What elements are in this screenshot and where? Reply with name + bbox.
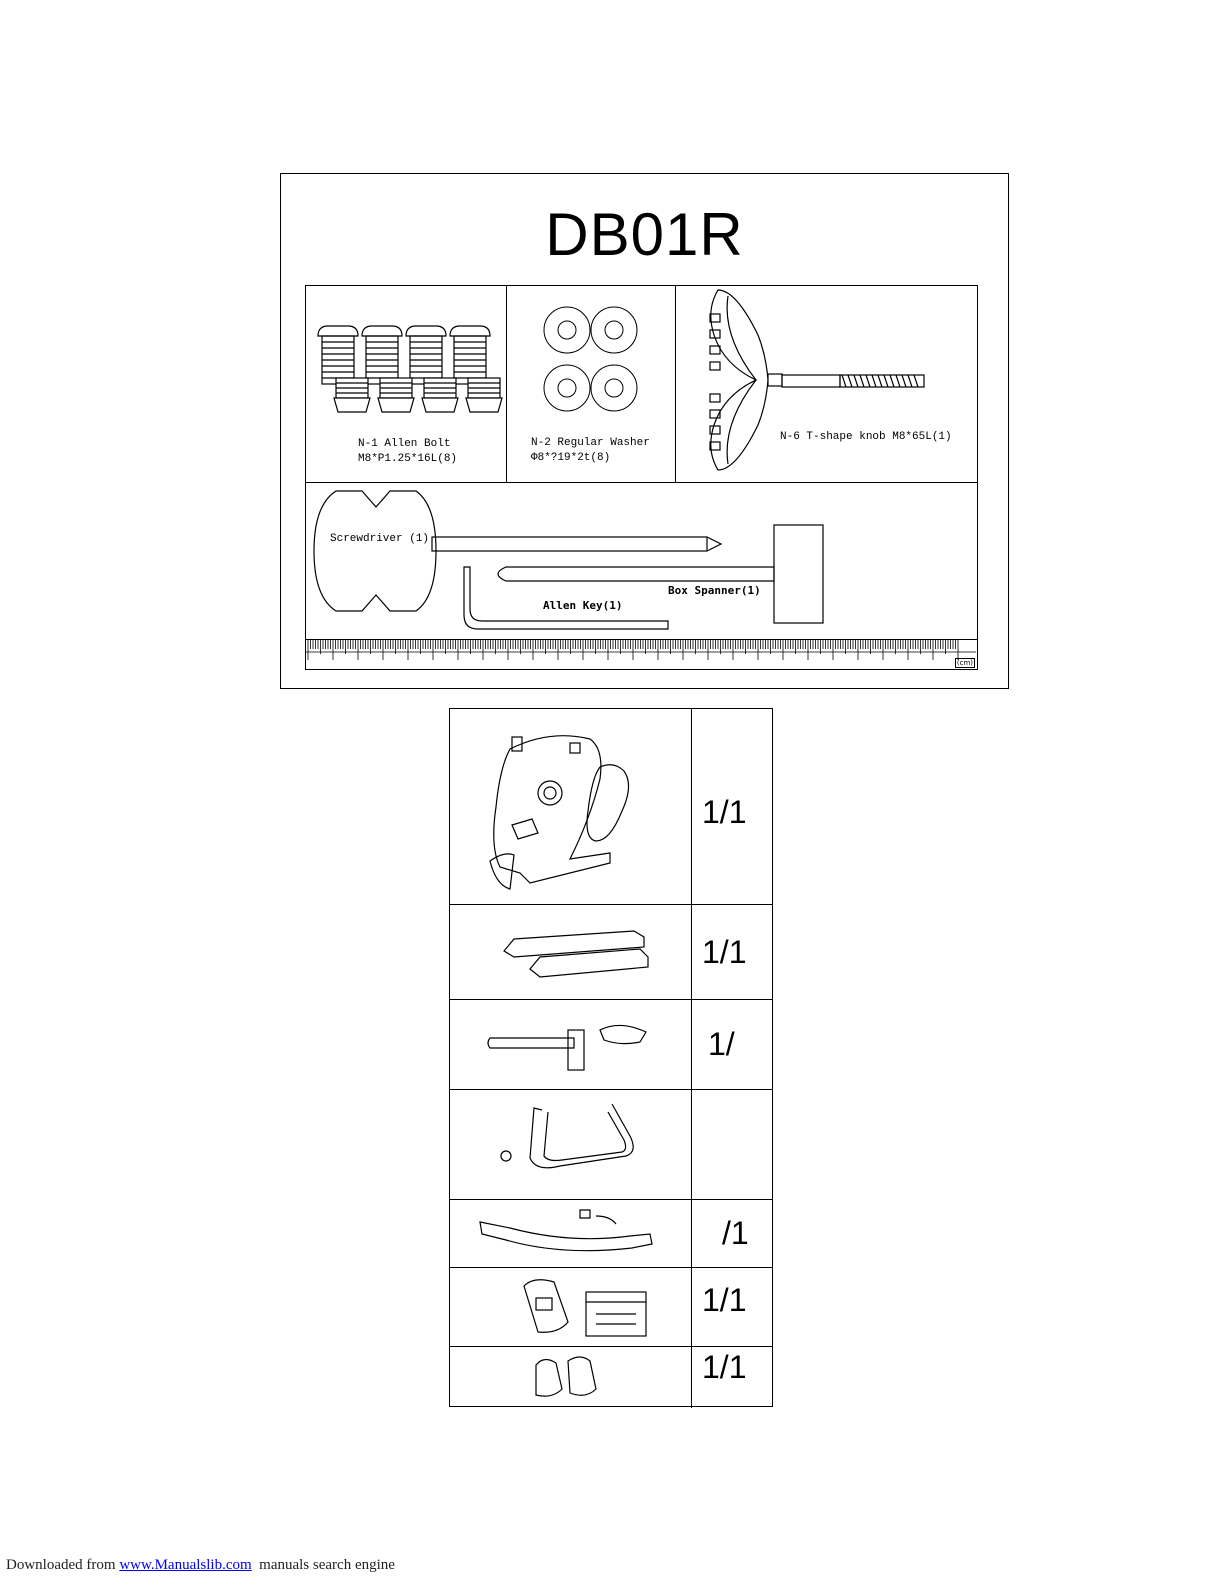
measurement-ruler: (cm)	[306, 639, 977, 669]
part-qty-cell: 1/1	[692, 905, 774, 999]
table-row	[450, 1090, 772, 1200]
handlebar-icon	[450, 1090, 690, 1198]
part-image-cell	[450, 1200, 692, 1267]
washer-label-1: N-2 Regular Washer	[531, 436, 650, 451]
t-knob-icon	[676, 286, 979, 482]
part-qty: /1	[722, 1215, 749, 1252]
knob-cell: N-6 T-shape knob M8*65L(1)	[676, 286, 979, 482]
part-qty-cell: 1/1	[692, 1347, 774, 1408]
washer-label-2: Φ8*?19*2t(8)	[531, 451, 610, 466]
ruler-ticks	[306, 640, 976, 668]
tools-illustration	[306, 483, 979, 643]
part-image-cell	[450, 1268, 692, 1346]
part-qty: 1/1	[702, 1282, 746, 1319]
spanner-plate-icon	[314, 491, 436, 611]
part-image-cell	[450, 709, 692, 904]
table-row: 1/1	[450, 709, 772, 905]
allen-bolt-icon	[306, 316, 506, 446]
manualslib-link[interactable]: www.Manualslib.com	[119, 1557, 251, 1573]
hardware-card: DB01R	[280, 173, 1009, 689]
part-qty: 1/1	[702, 794, 746, 831]
ruler-unit-label: (cm)	[955, 658, 975, 668]
allen-key-label: Allen Key(1)	[543, 599, 622, 612]
allen-bolt-label-2: M8*P1.25*16L(8)	[358, 452, 457, 467]
part-qty-cell	[692, 1090, 774, 1199]
part-qty: 1/1	[702, 1349, 746, 1386]
allen-bolt-label-1: N-1 Allen Bolt	[358, 437, 450, 452]
knob-label: N-6 T-shape knob M8*65L(1)	[780, 430, 952, 445]
screwdriver-label: Screwdriver (1)	[330, 532, 429, 547]
stabilizer-bars-icon	[450, 905, 690, 998]
model-title: DB01R	[281, 200, 1008, 269]
part-qty-cell: /1	[692, 1200, 774, 1267]
footer-prefix: Downloaded from	[6, 1557, 119, 1573]
footer-suffix: manuals search engine	[252, 1557, 395, 1573]
screwdriver-icon	[432, 537, 721, 551]
pedals-icon	[450, 1347, 690, 1406]
washer-icon	[507, 302, 676, 422]
table-row: 1/1	[450, 905, 772, 1000]
part-image-cell	[450, 1090, 692, 1199]
hardware-grid: N-1 Allen Bolt M8*P1.25*16L(8) N-2 Regul…	[305, 285, 978, 670]
table-row: /1	[450, 1200, 772, 1268]
main-frame-icon	[450, 709, 690, 903]
parts-table: 1/1 1/1 1/	[449, 708, 773, 1407]
footer: Downloaded from www.Manualslib.com manua…	[6, 1557, 395, 1574]
part-image-cell	[450, 1347, 692, 1408]
part-qty-cell: 1/	[692, 1000, 774, 1089]
seat-post-icon	[450, 1000, 690, 1088]
washer-cell: N-2 Regular Washer Φ8*?19*2t(8)	[507, 286, 676, 482]
box-spanner-label: Box Spanner(1)	[668, 584, 761, 597]
console-icon	[450, 1268, 690, 1345]
part-image-cell	[450, 905, 692, 999]
part-qty: 1/	[708, 1026, 735, 1063]
part-qty-cell: 1/1	[692, 709, 774, 904]
part-qty-cell: 1/1	[692, 1268, 774, 1346]
front-tube-icon	[450, 1200, 690, 1266]
table-row: 1/1	[450, 1347, 772, 1408]
allen-key-icon	[464, 567, 668, 629]
part-image-cell	[450, 1000, 692, 1089]
table-row: 1/	[450, 1000, 772, 1090]
table-row: 1/1	[450, 1268, 772, 1347]
allen-bolt-cell: N-1 Allen Bolt M8*P1.25*16L(8)	[306, 286, 507, 482]
part-qty: 1/1	[702, 934, 746, 971]
